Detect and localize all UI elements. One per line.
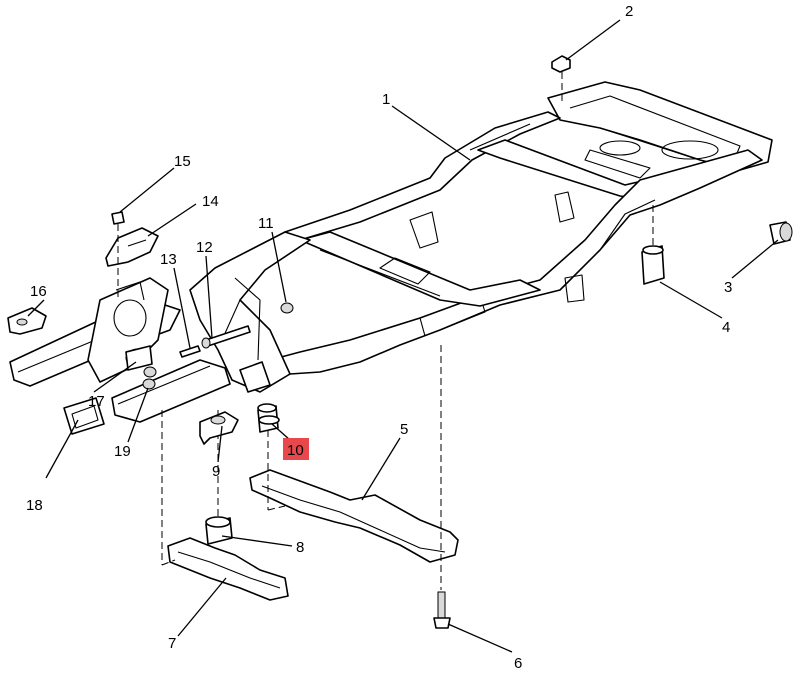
callout-10: 10 [287,442,304,459]
part-9-spacer [199,411,239,445]
callout-6: 6 [514,655,522,672]
frame-assembly [9,81,773,423]
callout-16: 16 [30,283,47,300]
frame-center-crossmember [299,231,541,307]
callout-19: 19 [114,443,131,460]
part-19-nut [142,378,156,390]
callout-labels: 1 2 3 4 5 6 7 8 9 10 11 12 13 14 15 16 1… [26,3,732,672]
callout-4: 4 [722,319,730,336]
callout-13: 13 [160,251,177,268]
part-16-bracket [7,307,47,335]
part-7-bracket [161,410,289,601]
part-15-bolt [111,211,125,298]
callout-5: 5 [400,421,408,438]
part-5-crossmember [249,430,459,563]
frame-left-rail [269,149,763,375]
callout-3: 3 [724,279,732,296]
callout-12: 12 [196,239,213,256]
callout-8: 8 [296,539,304,556]
callout-2: 2 [625,3,633,20]
callout-11: 11 [258,215,274,232]
callout-1: 1 [382,91,390,108]
callout-9: 9 [212,463,220,480]
part-3-bushing [769,221,793,245]
part-18-plate [63,397,105,435]
callout-7: 7 [168,635,176,652]
leader-lines [27,19,779,653]
callout-18: 18 [26,497,43,514]
callout-10-highlight [283,438,309,460]
part-13-pin [179,345,201,358]
callout-17: 17 [88,393,105,410]
part-4-mount [641,205,665,285]
callout-15: 15 [174,153,191,170]
frame-right-rail [284,111,561,241]
part-11-nut [280,302,294,314]
part-14-bracket [105,227,159,267]
part-2-bolt [551,55,571,102]
callout-14: 14 [202,193,219,210]
frame-front-section [189,231,311,393]
part-6-bolt [433,345,451,629]
part-12-bolt [201,325,251,349]
